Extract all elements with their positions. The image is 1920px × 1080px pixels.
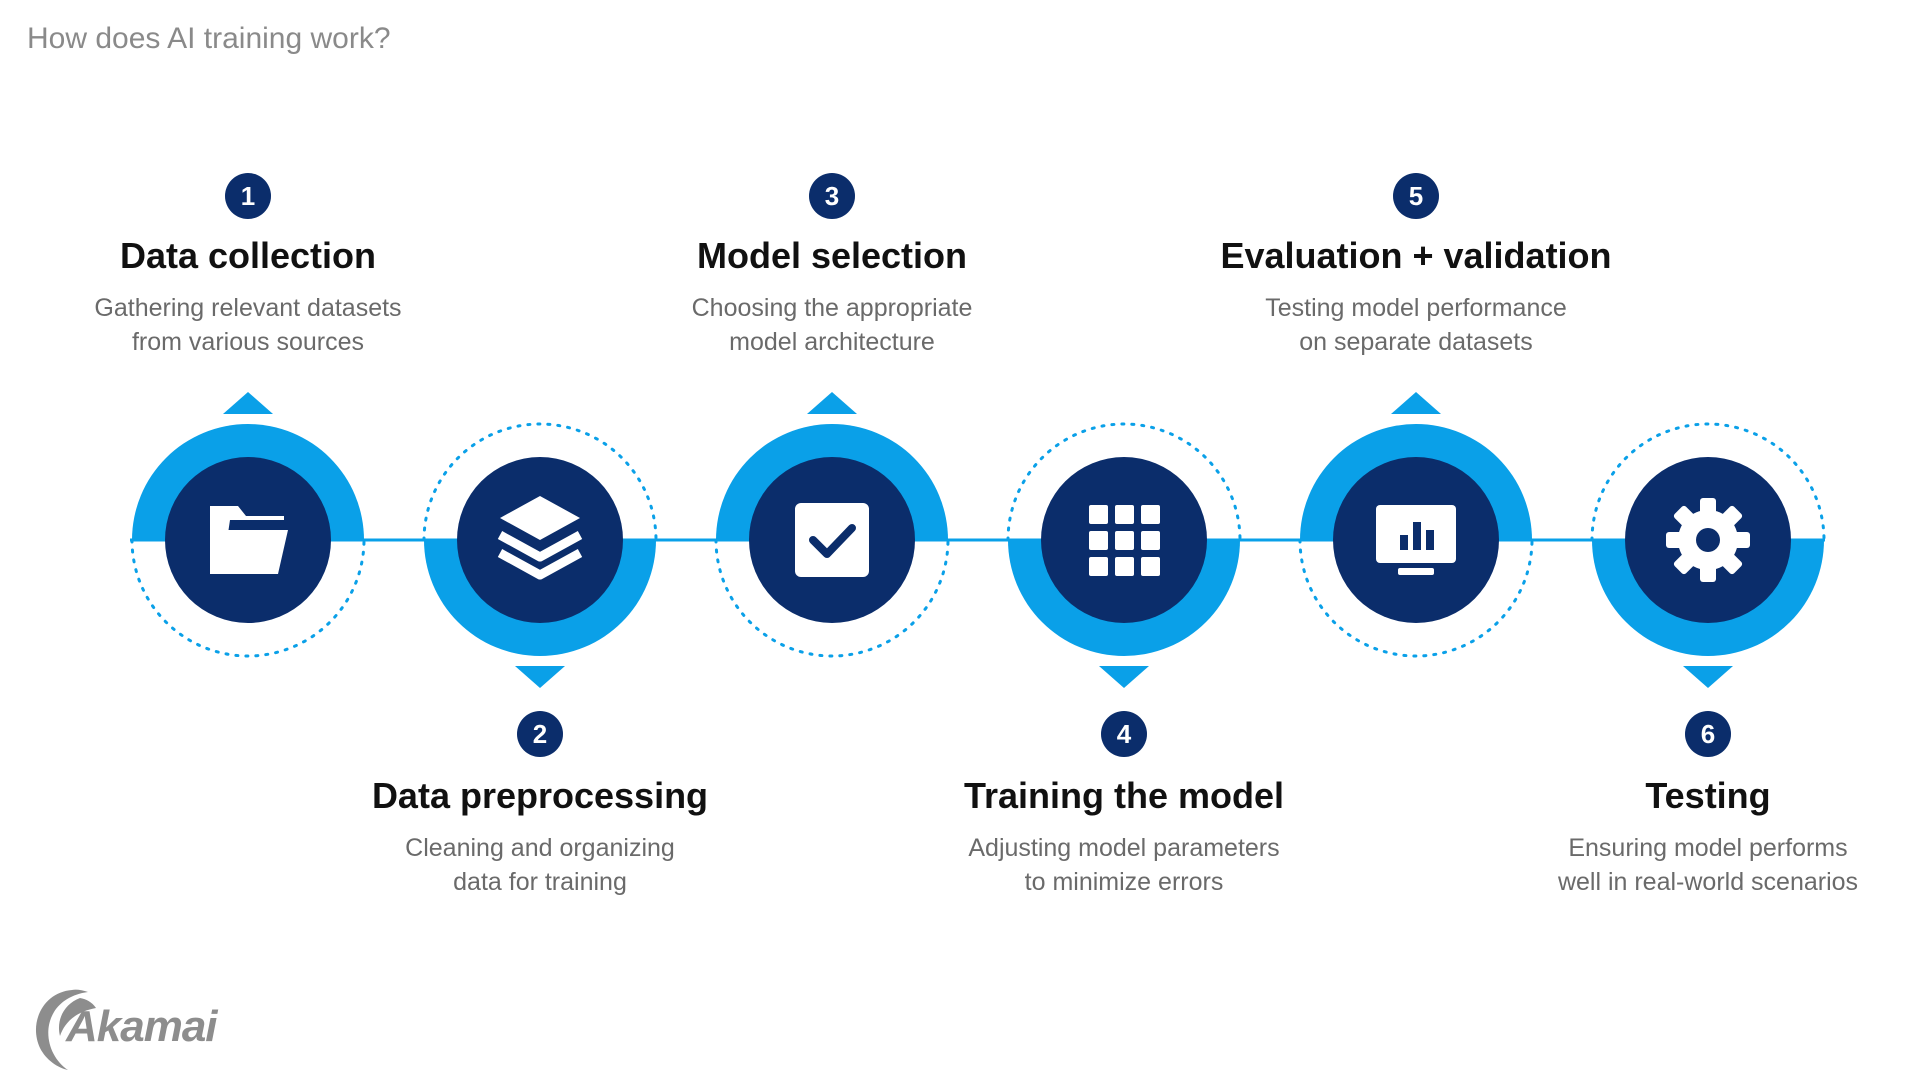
logo-swoosh-icon (35, 989, 96, 1070)
step-description: Gathering relevant datasets from various… (18, 291, 478, 359)
step-3-badge: 3 (809, 173, 855, 219)
logo-text: Akamai (66, 1002, 218, 1051)
layers-icon (497, 496, 583, 580)
step-description-line: data for training (453, 868, 627, 896)
akamai-logo: Akamai (24, 982, 244, 1072)
step-heading: Model selection (696, 235, 968, 276)
step-description-line: Ensuring model performs (1568, 834, 1848, 862)
step-description-line: on separate datasets (1299, 328, 1533, 356)
step-6-node (1590, 422, 1826, 688)
step-5-number: 5 (1409, 181, 1423, 211)
step-2-node (422, 422, 658, 688)
step-4-text: Training the model Adjusting model param… (894, 775, 1354, 899)
step-5-badge: 5 (1393, 173, 1439, 219)
step-heading: Training the model (963, 775, 1285, 816)
grid-icon (1089, 505, 1160, 576)
step-description-line: Gathering relevant datasets (94, 294, 402, 322)
step-description: Cleaning and organizing data for trainin… (310, 831, 770, 899)
step-6-text: Testing Ensuring model performs well in … (1478, 775, 1920, 899)
step-heading: Evaluation + validation (1220, 235, 1612, 276)
step-3-text: Model selection Choosing the appropriate… (602, 235, 1062, 359)
step-4-node (1006, 422, 1242, 688)
step-6-badge: 6 (1685, 711, 1731, 757)
step-2-number: 2 (533, 719, 547, 749)
step-2-text: Data preprocessing Cleaning and organizi… (310, 775, 770, 899)
monitor-chart-icon (1376, 505, 1456, 575)
step-description-line: Adjusting model parameters (968, 834, 1280, 862)
step-heading: Data collection (119, 235, 377, 276)
step-4-number: 4 (1117, 719, 1132, 749)
step-description-line: Choosing the appropriate (691, 294, 973, 322)
step-1-badge: 1 (225, 173, 271, 219)
step-description-line: model architecture (729, 328, 935, 356)
step-description-line: Testing model performance (1265, 294, 1567, 322)
step-heading: Data preprocessing (371, 775, 709, 816)
step-description-line: well in real-world scenarios (1557, 868, 1859, 896)
step-5-node (1298, 392, 1534, 658)
step-2-badge: 2 (517, 711, 563, 757)
step-description-line: to minimize errors (1024, 868, 1224, 896)
folder-icon (210, 506, 288, 574)
step-description: Testing model performance on separate da… (1186, 291, 1646, 359)
gear-icon (1666, 498, 1750, 582)
step-1-text: Data collection Gathering relevant datas… (18, 235, 478, 359)
step-3-number: 3 (825, 181, 839, 211)
step-description: Adjusting model parameters to minimize e… (894, 831, 1354, 899)
step-3-node (714, 392, 950, 658)
page-title: How does AI training work? (27, 22, 391, 55)
step-5-text: Evaluation + validation Testing model pe… (1186, 235, 1646, 359)
step-description-line: from various sources (131, 328, 365, 356)
step-heading: Testing (1645, 775, 1771, 816)
step-6-number: 6 (1701, 719, 1715, 749)
step-description: Choosing the appropriate model architect… (602, 291, 1062, 359)
step-description: Ensuring model performs well in real-wor… (1478, 831, 1920, 899)
step-4-badge: 4 (1101, 711, 1147, 757)
step-1-number: 1 (241, 181, 255, 211)
checkbox-icon (795, 503, 869, 577)
step-description-line: Cleaning and organizing (405, 834, 675, 862)
step-1-node (130, 392, 366, 658)
